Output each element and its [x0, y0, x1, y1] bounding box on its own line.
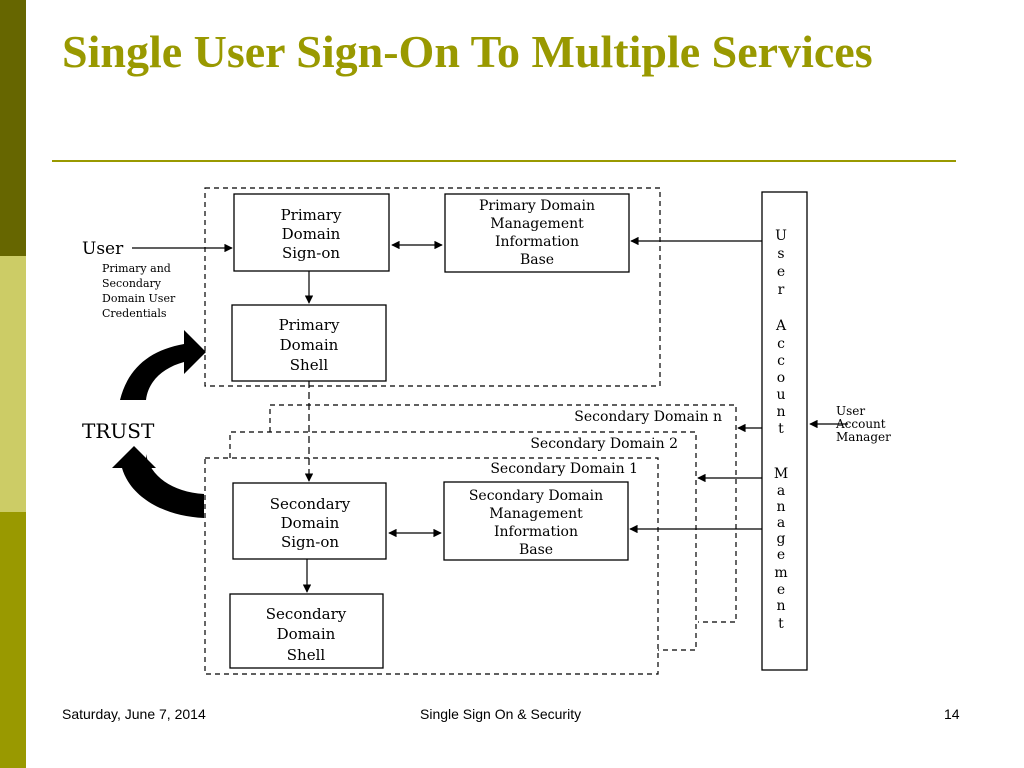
trust-label: TRUST [82, 419, 155, 443]
secondary-mib-line-2: Management [489, 506, 583, 522]
uam-manager-line-3: Manager [836, 430, 891, 444]
primary-mib-line-2: Management [490, 216, 584, 232]
credentials-label: Primary and Secondary Domain User Creden… [102, 262, 176, 320]
slide-title: Single User Sign-On To Multiple Services [62, 26, 873, 77]
uam-letter-17: e [777, 547, 785, 563]
uam-letter-1: U [775, 228, 787, 244]
user-account-management-bar [761, 191, 808, 671]
primary-signon-box: Primary Domain Sign-on [233, 193, 390, 272]
credentials-line-4: Credentials [102, 307, 167, 320]
secondary-signon-box: Secondary Domain Sign-on [232, 482, 387, 560]
primary-mib-line-3: Information [495, 234, 579, 250]
primary-shell-line-1: Primary [279, 316, 340, 334]
uam-letter-18: m [774, 565, 787, 581]
uam-letter-20: n [776, 598, 785, 614]
page-number: 14 [944, 706, 960, 722]
primary-shell-box: Primary Domain Shell [231, 304, 387, 382]
secondary-mib-line-3: Information [494, 524, 578, 540]
uam-letter-5: A [775, 318, 787, 334]
primary-mib-line-1: Primary Domain [479, 198, 595, 214]
secondary-shell-line-2: Domain [277, 625, 336, 643]
footer-title: Single Sign On & Security [420, 706, 582, 722]
primary-signon-line-3: Sign-on [282, 244, 340, 262]
sidebar-band-bottom [0, 512, 26, 768]
secondary-signon-line-2: Domain [281, 514, 340, 532]
footer-date: Saturday, June 7, 2014 [62, 706, 206, 722]
secondary-mib-box: Secondary Domain Management Information … [443, 481, 629, 561]
uam-manager-line-2: Account [835, 417, 886, 431]
primary-signon-line-1: Primary [281, 206, 342, 224]
primary-mib-line-4: Base [520, 252, 554, 268]
primary-shell-line-2: Domain [280, 336, 339, 354]
uam-manager-line-1: User [836, 404, 865, 418]
sidebar-band-top [0, 0, 26, 256]
trust-lower-curved-arrow [112, 446, 204, 518]
secondary-domain-2-frame [229, 431, 697, 651]
secondary-signon-line-1: Secondary [270, 495, 351, 513]
uam-letter-6: c [777, 336, 785, 352]
uam-letter-2: s [777, 246, 784, 262]
uam-letter-10: n [776, 404, 785, 420]
primary-signon-line-2: Domain [282, 225, 341, 243]
secondary-mib-line-4: Base [519, 542, 553, 558]
secondary-domain-2-label: Secondary Domain 2 [530, 436, 678, 452]
secondary-shell-line-3: Shell [287, 646, 326, 664]
credentials-line-2: Secondary [102, 277, 162, 290]
secondary-domain-n-label: Secondary Domain n [574, 409, 722, 425]
uam-letter-13: a [777, 483, 785, 499]
secondary-shell-box: Secondary Domain Shell [229, 593, 384, 669]
uam-letter-14: n [776, 499, 785, 515]
trust-upper-curved-arrow [120, 330, 206, 400]
credentials-line-1: Primary and [102, 262, 171, 275]
uam-letter-7: c [777, 353, 785, 369]
primary-shell-line-3: Shell [290, 356, 329, 374]
secondary-domain-n-frame [269, 404, 737, 623]
primary-mib-box: Primary Domain Management Information Ba… [444, 193, 630, 273]
uam-letter-9: u [776, 387, 785, 403]
uam-letter-8: o [777, 370, 785, 386]
uam-letter-4: r [778, 282, 785, 298]
sidebar-band-middle [0, 256, 26, 512]
uam-letter-11: t [778, 421, 784, 437]
user-account-manager-label: User Account Manager [835, 404, 891, 444]
uam-letter-12: M [774, 466, 788, 482]
secondary-domain-1-label: Secondary Domain 1 [490, 461, 638, 477]
secondary-shell-line-1: Secondary [266, 605, 347, 623]
uam-letter-19: e [777, 582, 785, 598]
uam-letter-16: g [777, 531, 786, 547]
title-rule [52, 160, 956, 162]
user-label: User [82, 239, 124, 259]
uam-letter-15: a [777, 515, 785, 531]
uam-letters: U s e r A c c o u n t M a n a g e m e n … [774, 228, 788, 632]
primary-domain-frame [204, 187, 661, 387]
uam-letter-21: t [778, 616, 784, 632]
secondary-mib-line-1: Secondary Domain [469, 488, 603, 504]
uam-letter-3: e [777, 264, 785, 280]
secondary-signon-line-3: Sign-on [281, 533, 339, 551]
secondary-domain-1-frame [204, 457, 659, 675]
credentials-line-3: Domain User [102, 292, 176, 305]
